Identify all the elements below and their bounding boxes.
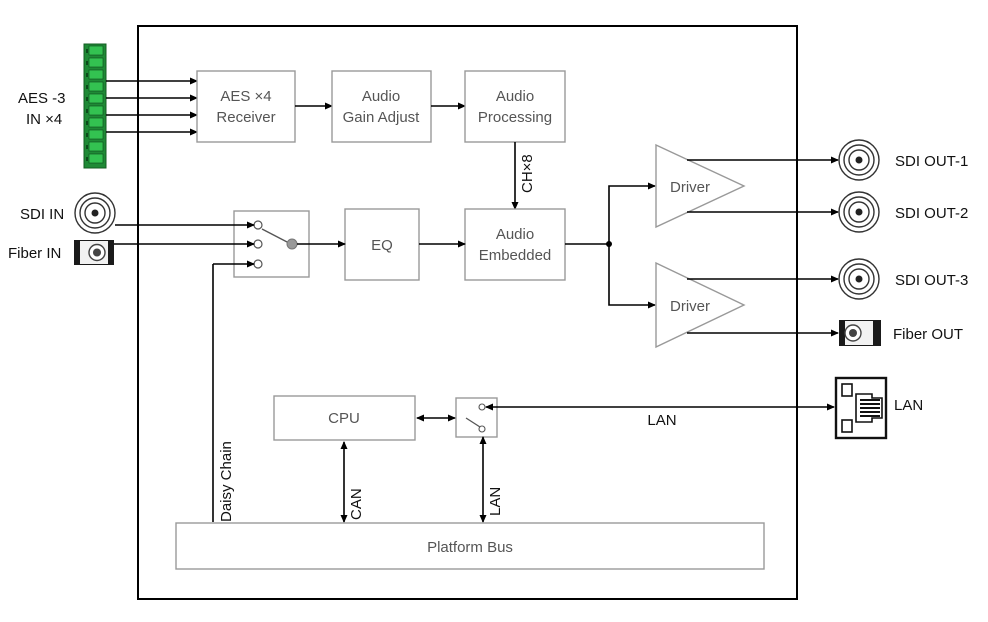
- driver-1-label: Driver: [670, 179, 710, 196]
- aes-receiver-line-2: Receiver: [216, 109, 275, 126]
- sdi-out-2-bnc-connector-icon: [838, 191, 880, 233]
- aes-in-label-1: AES -3: [18, 90, 66, 107]
- audio-processing-line-1: Audio: [496, 88, 534, 105]
- audio-gain-block: Audio Gain Adjust: [331, 70, 432, 143]
- platform-bus: Platform Bus: [175, 522, 765, 570]
- ch8-label: CH×8: [519, 154, 536, 193]
- audio-embedded-block: Audio Embedded: [464, 208, 566, 281]
- aes-receiver-block: AES ×4 Receiver: [196, 70, 296, 143]
- sdi-out-1-bnc-connector-icon: [838, 139, 880, 181]
- sdi-out-1-label: SDI OUT-1: [895, 153, 968, 170]
- device-frame: [137, 25, 798, 600]
- audio-embedded-line-2: Embedded: [479, 247, 552, 264]
- lan-port-label: LAN: [894, 397, 923, 414]
- sdi-out-3-label: SDI OUT-3: [895, 272, 968, 289]
- sdi-in-bnc-connector-icon: [74, 192, 116, 234]
- audio-gain-line-2: Gain Adjust: [343, 109, 421, 126]
- aes-input-wires: [106, 77, 198, 136]
- platform-bus-label: Platform Bus: [427, 539, 513, 556]
- fiber-out-fiber-connector-icon: [839, 320, 881, 346]
- cpu-block: CPU: [273, 395, 416, 441]
- cpu-label: CPU: [328, 410, 360, 427]
- can-label: CAN: [348, 488, 365, 520]
- fiber-in-fiber-connector-icon: [74, 240, 114, 265]
- driver-2: Driver: [655, 261, 746, 349]
- fiber-out-label: Fiber OUT: [893, 326, 963, 343]
- audio-processing-block: Audio Processing: [464, 70, 566, 143]
- audio-embedded-line-1: Audio: [496, 226, 534, 243]
- aes-terminal-block-icon: [83, 43, 107, 169]
- lan-switch: [455, 397, 498, 438]
- audio-processing-line-2: Processing: [478, 109, 552, 126]
- lan-bus-label: LAN: [487, 487, 504, 516]
- driver-2-label: Driver: [670, 298, 710, 315]
- audio-gain-line-1: Audio: [362, 88, 400, 105]
- aes-in-label-2: IN ×4: [26, 111, 62, 128]
- eq-label: EQ: [371, 237, 393, 254]
- daisy-chain-label: Daisy Chain: [218, 441, 235, 522]
- lan-link-label: LAN: [647, 412, 676, 429]
- sdi-out-2-label: SDI OUT-2: [895, 205, 968, 222]
- sdi-out-3-bnc-connector-icon: [838, 258, 880, 300]
- sdi-in-label: SDI IN: [20, 206, 64, 223]
- aes-receiver-line-1: AES ×4: [220, 88, 271, 105]
- eq-block: EQ: [344, 208, 420, 281]
- driver-1: Driver: [655, 143, 746, 229]
- fiber-in-label: Fiber IN: [8, 245, 61, 262]
- rj45-port-icon: [834, 376, 888, 440]
